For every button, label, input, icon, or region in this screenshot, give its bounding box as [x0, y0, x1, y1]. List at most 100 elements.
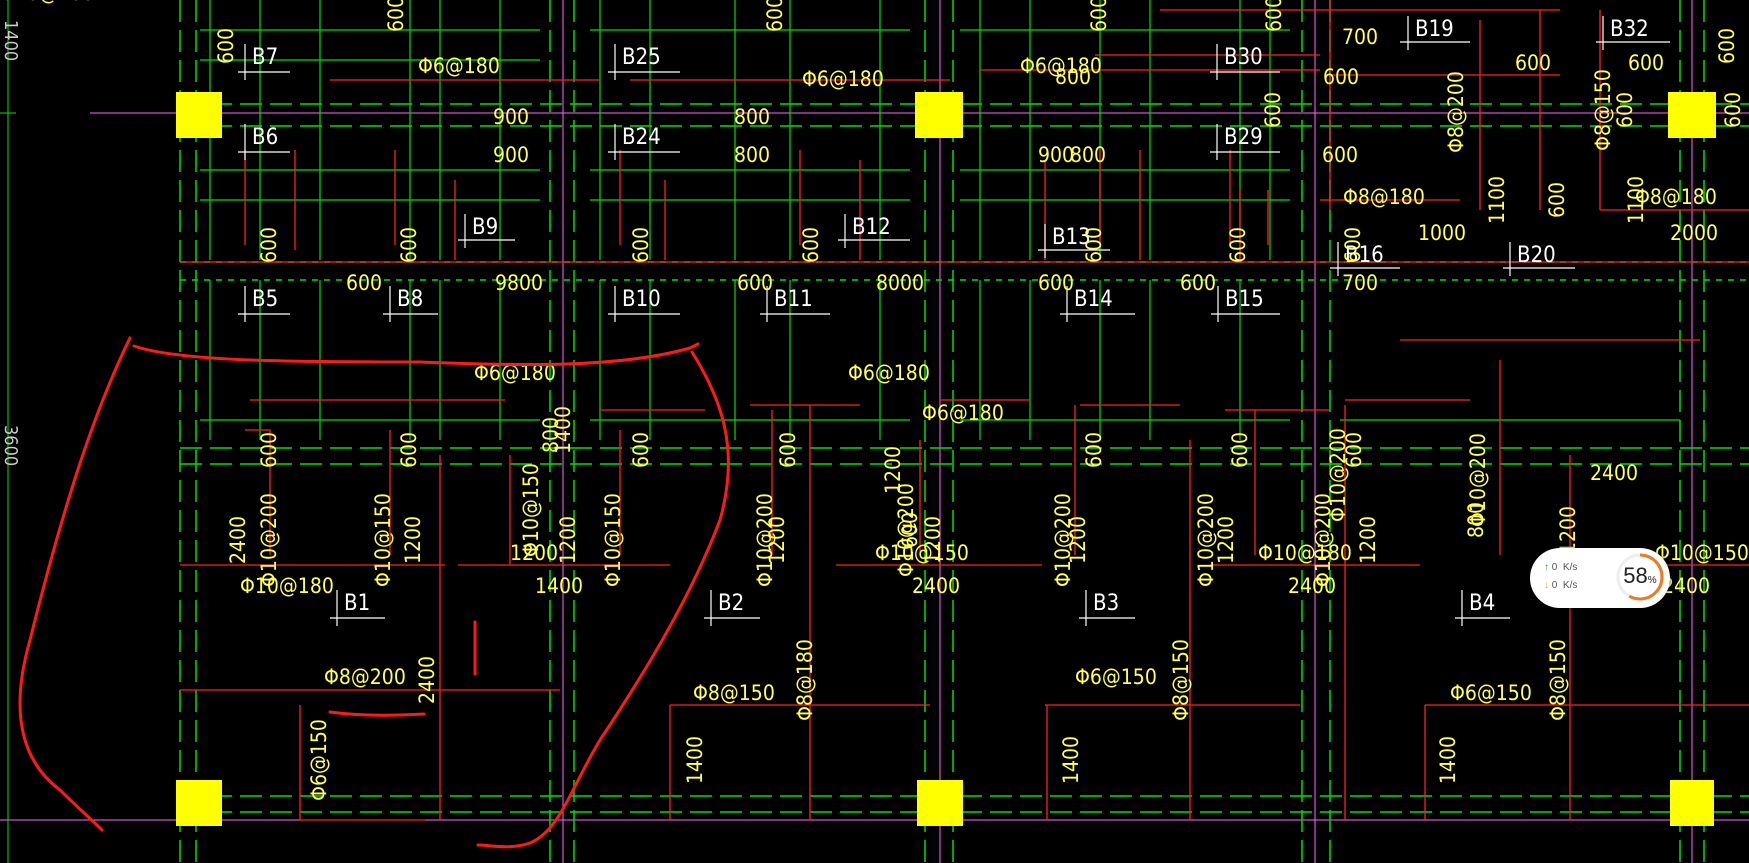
annotation-label: 1200	[881, 446, 905, 494]
slab-tag: B1	[344, 591, 370, 616]
annotation-label: 1200	[1066, 516, 1090, 564]
annotation-label: 800	[734, 105, 770, 129]
annotation-label: 600	[1613, 92, 1637, 128]
annotation-label: 1200	[556, 516, 580, 564]
column-square	[915, 92, 963, 138]
slab-tag: B20	[1517, 243, 1556, 268]
markup-outline-stroke	[18, 336, 132, 832]
columns	[176, 92, 1716, 826]
annotation-label: 1200	[765, 516, 789, 564]
slab-tag: B32	[1610, 17, 1649, 42]
annotation-label: 600	[1038, 271, 1074, 295]
download-rate: ↓ 0 K/s	[1544, 580, 1577, 591]
annotation-label: Φ10@200	[0, 0, 94, 5]
annotation-label: Φ10@200	[1326, 428, 1350, 522]
annotation-label: 600	[1342, 432, 1366, 468]
annotation-label: 600	[629, 227, 653, 263]
annotation-label: 600	[1515, 51, 1551, 75]
annotation-label: Φ10@150	[371, 493, 395, 587]
beam-dash-lines	[179, 0, 1749, 863]
annotation-label: 800	[1464, 502, 1488, 538]
usage-ring-progress	[1616, 553, 1664, 601]
annotation-label: Φ8@150	[693, 681, 775, 705]
annotation-label: 800	[734, 143, 770, 167]
annotation-label: Φ6@180	[802, 67, 884, 91]
slab-tag: B16	[1345, 243, 1384, 268]
annotation-label: 600	[1082, 432, 1106, 468]
annotation-label: 600	[737, 271, 773, 295]
slab-tag: B3	[1093, 591, 1119, 616]
annotation-label: 600	[898, 512, 922, 548]
annotation-label: 1200	[921, 516, 945, 564]
secondary-beam-lines	[200, 0, 1680, 440]
annotation-label: 700	[1342, 271, 1378, 295]
markup-top-stroke	[132, 342, 700, 367]
annotation-label: 600	[1261, 92, 1285, 128]
annotation-label: Φ6@180	[418, 54, 500, 78]
annotation-label: 2400	[912, 574, 960, 598]
annotation-label: 600	[629, 432, 653, 468]
slab-tag: B8	[397, 287, 423, 312]
annotation-label: Φ8@150	[1546, 639, 1570, 721]
slab-tag: B7	[252, 45, 278, 70]
usage-percent-sign: %	[1647, 575, 1657, 586]
download-arrow-icon: ↓	[1544, 580, 1549, 591]
column-square	[1670, 780, 1714, 826]
annotation-label: 600	[799, 227, 823, 263]
slab-tag: B24	[622, 125, 661, 150]
annotation-label: Φ10@150	[875, 541, 969, 565]
annotation-label: 2400	[415, 656, 439, 704]
upload-unit: K/s	[1562, 562, 1578, 573]
annotation-label: 2400	[1662, 574, 1710, 598]
annotation-label: Φ10@180	[240, 574, 334, 598]
annotation-label: Φ10@200	[1194, 493, 1218, 587]
annotation-label: Φ6@150	[1450, 681, 1532, 705]
annotation-label: 900	[1038, 143, 1074, 167]
slab-tag: B14	[1074, 287, 1113, 312]
slab-tag: B5	[252, 287, 278, 312]
annotation-label: Φ10@150	[1655, 541, 1749, 565]
annotation-label: 600	[1715, 28, 1739, 64]
annotation-label: 600	[1721, 92, 1745, 128]
annotation-label: Φ6@150	[1075, 665, 1157, 689]
annotation-label: 600	[397, 432, 421, 468]
markup-right-stroke	[476, 350, 730, 849]
annotation-label: Φ6@150	[307, 719, 331, 801]
annotation-label: 1200	[1356, 516, 1380, 564]
slab-tags: B7 B25 B30 B19 B32 B6 B24 B29 B9 B12 B13…	[252, 17, 1649, 616]
annotation-label: Φ6@180	[922, 401, 1004, 425]
annotation-label: 600	[214, 28, 238, 64]
column-square	[176, 92, 222, 138]
usage-ring-icon	[1616, 553, 1664, 601]
annotation-label: 600	[1180, 271, 1216, 295]
annotation-label: 600	[1262, 0, 1286, 32]
annotation-label: 600	[346, 271, 382, 295]
annotation-label: 600	[1087, 0, 1111, 32]
annotation-label: 600	[257, 432, 281, 468]
usage-percent: 58%	[1618, 563, 1662, 589]
annotation-label: Φ8@180	[1635, 185, 1717, 209]
annotation-label: 2000	[1670, 221, 1718, 245]
annotation-label: Φ8@150	[1591, 69, 1615, 151]
annotation-label: Φ8@150	[1169, 639, 1193, 721]
annotation-label: Φ10@150	[519, 463, 543, 557]
slab-tag: B29	[1224, 125, 1263, 150]
download-value: 0	[1551, 580, 1558, 591]
annotation-label: 1200	[401, 516, 425, 564]
left-edge-label: 1400	[0, 20, 21, 61]
annotation-label: 1400	[683, 736, 707, 784]
annotation-label: 600	[1228, 432, 1252, 468]
slab-tag: B2	[718, 591, 744, 616]
annotation-label: 800	[1070, 143, 1106, 167]
annotation-label: 800	[539, 417, 563, 453]
annotation-label: 1400	[551, 406, 575, 454]
left-edge-label: 3600	[0, 425, 21, 466]
annotation-label: 2400	[1590, 461, 1638, 485]
network-speed-widget[interactable]: ↑ 0 K/s ↓ 0 K/s 58%	[1530, 548, 1670, 608]
annotation-label: 600	[1082, 227, 1106, 263]
rebar-lines	[180, 0, 1749, 821]
left-dimension: 1400 3600	[0, 0, 21, 863]
annotation-label: 9800	[495, 271, 543, 295]
usage-percent-value: 58	[1623, 563, 1648, 588]
